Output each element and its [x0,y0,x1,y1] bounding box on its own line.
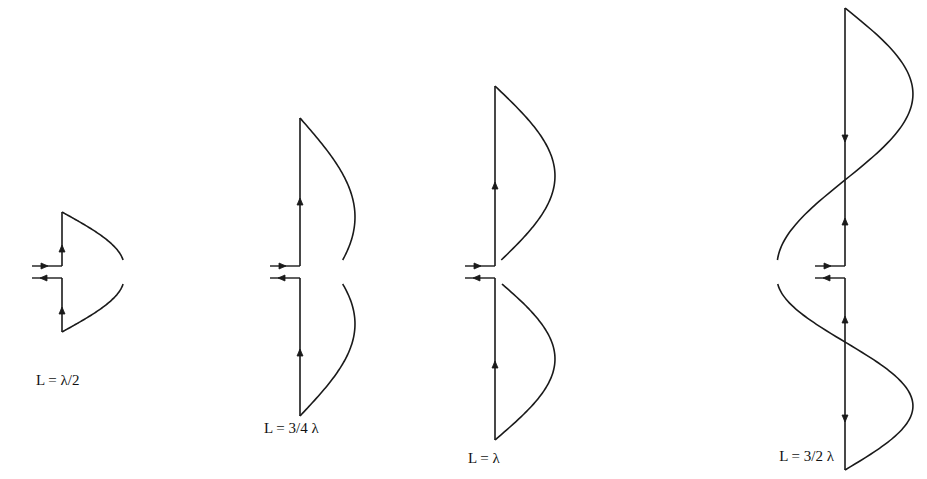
length-label: L = 3/4 λ [262,420,321,437]
current-arrow [59,307,65,314]
current-arrow [823,275,830,281]
current-arrow [279,263,286,269]
current-arrow [278,275,285,281]
length-label: L = 3/2 λ [777,448,836,465]
dipole [777,8,913,470]
current-arrow [59,245,65,252]
current-arrow [824,263,831,269]
current-arrow [297,349,303,356]
current-arrow [40,275,47,281]
current-arrow [473,275,480,281]
antenna-arm [299,278,301,416]
current-curve [62,212,123,260]
dipole [465,86,555,440]
antenna-arm [844,278,846,470]
current-curve [62,284,123,332]
current-arrow [474,263,481,269]
antenna-arm [61,212,63,266]
current-arrow [41,263,48,269]
current-curve [777,8,913,260]
current-curve [495,284,555,440]
current-curve [778,284,913,470]
current-arrow [297,198,303,205]
current-curve [300,118,355,260]
current-arrow [842,415,848,422]
dipole [32,212,123,332]
dipole [270,118,355,416]
length-label: L = λ [466,450,502,467]
antenna-arm [494,86,496,266]
antenna-arm [299,118,301,266]
antenna-arm [494,278,496,440]
current-arrow [842,218,848,225]
antenna-arm [61,278,63,332]
current-arrow [492,361,498,368]
current-arrow [842,316,848,323]
length-label: L = λ/2 [34,372,82,389]
current-curve [300,284,355,416]
current-arrow [492,182,498,189]
current-curve [495,86,555,260]
current-arrow [842,135,848,142]
